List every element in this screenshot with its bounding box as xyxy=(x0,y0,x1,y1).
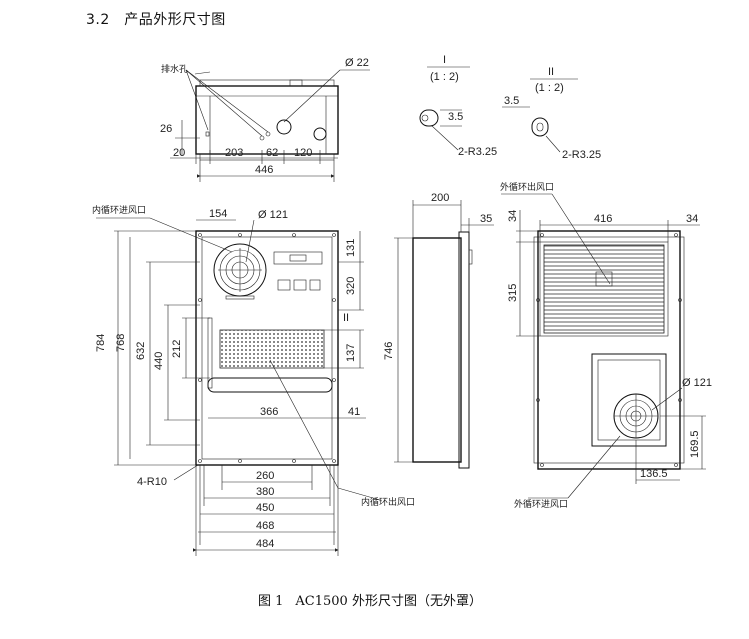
back-view: 外循环出风口 Ø 121 外循环进风口 416 34 34 315 169.5 … xyxy=(500,181,712,510)
dim-200: 200 xyxy=(431,192,449,204)
detail-2: II (1 : 2) 3.5 2-R3.25 xyxy=(502,66,601,161)
inner-inlet-label: 内循环进风口 xyxy=(92,204,146,216)
detail-2-radius: 2-R3.25 xyxy=(562,149,601,161)
detail-2-scale: (1 : 2) xyxy=(535,82,564,94)
dim-416: 416 xyxy=(594,213,612,225)
dim-632: 632 xyxy=(135,342,147,360)
drain-hole-label: 排水孔 xyxy=(161,63,188,75)
dim-26: 26 xyxy=(160,123,172,135)
dim-768: 768 xyxy=(115,334,127,352)
dim-212: 212 xyxy=(171,340,183,358)
dim-380: 380 xyxy=(256,486,274,498)
section-title: 3.2 产品外形尺寸图 xyxy=(86,12,226,28)
side-view: 200 35 746 xyxy=(383,192,494,469)
dim-468: 468 xyxy=(256,520,274,532)
outer-inlet-label: 外循环进风口 xyxy=(514,498,568,510)
detail-2-roman: II xyxy=(548,66,554,78)
detail-1: I (1 : 2) 3.5 2-R3.25 xyxy=(419,54,497,158)
figure-title: AC1500 外形尺寸图（无外罩） xyxy=(295,594,482,609)
corner-radius-label: 4-R10 xyxy=(137,476,167,488)
dim-62: 62 xyxy=(266,147,278,159)
dim-320: 320 xyxy=(345,277,357,295)
dim-20: 20 xyxy=(173,147,185,159)
detail-1-roman: I xyxy=(443,54,446,66)
dim-137: 137 xyxy=(345,344,357,362)
dim-450: 450 xyxy=(256,502,274,514)
dim-41: 41 xyxy=(348,406,360,418)
dim-260: 260 xyxy=(256,470,274,482)
dim-131: 131 xyxy=(345,239,357,257)
dim-366: 366 xyxy=(260,406,278,418)
dim-34-side: 34 xyxy=(507,210,519,222)
dim-35: 35 xyxy=(480,213,492,225)
dim-34-top: 34 xyxy=(686,213,698,225)
top-view: 排水孔 Ø 22 26 20 203 62 120 446 xyxy=(160,57,370,182)
outer-outlet-label: 外循环出风口 xyxy=(500,181,554,193)
figure-caption: 图 1 AC1500 外形尺寸图（无外罩） xyxy=(258,590,494,609)
inner-outlet-label: 内循环出风口 xyxy=(361,496,415,508)
detail-1-radius: 2-R3.25 xyxy=(458,146,497,158)
front-fan-diameter: Ø 121 xyxy=(258,209,288,221)
dim-484: 484 xyxy=(256,538,274,550)
detail-1-d: 3.5 xyxy=(448,111,463,123)
dim-440: 440 xyxy=(153,352,165,370)
drain-diameter-label: Ø 22 xyxy=(345,57,369,69)
back-fan-diameter: Ø 121 xyxy=(682,377,712,389)
dim-136-5: 136.5 xyxy=(640,468,668,480)
dim-784: 784 xyxy=(95,334,107,352)
detail-2-reference: II xyxy=(343,312,349,324)
dim-746: 746 xyxy=(383,342,395,360)
dim-169-5: 169.5 xyxy=(689,430,701,458)
dim-315: 315 xyxy=(507,284,519,302)
dim-154: 154 xyxy=(209,208,227,220)
dim-446: 446 xyxy=(255,164,273,176)
dim-203: 203 xyxy=(225,147,243,159)
detail-2-d: 3.5 xyxy=(504,95,519,107)
figure-number: 图 1 xyxy=(258,594,284,609)
front-view: 内循环进风口 Ø 121 内循环出风口 4-R10 II 154 784 768… xyxy=(92,204,415,556)
dim-120: 120 xyxy=(294,147,312,159)
detail-1-scale: (1 : 2) xyxy=(430,71,459,83)
